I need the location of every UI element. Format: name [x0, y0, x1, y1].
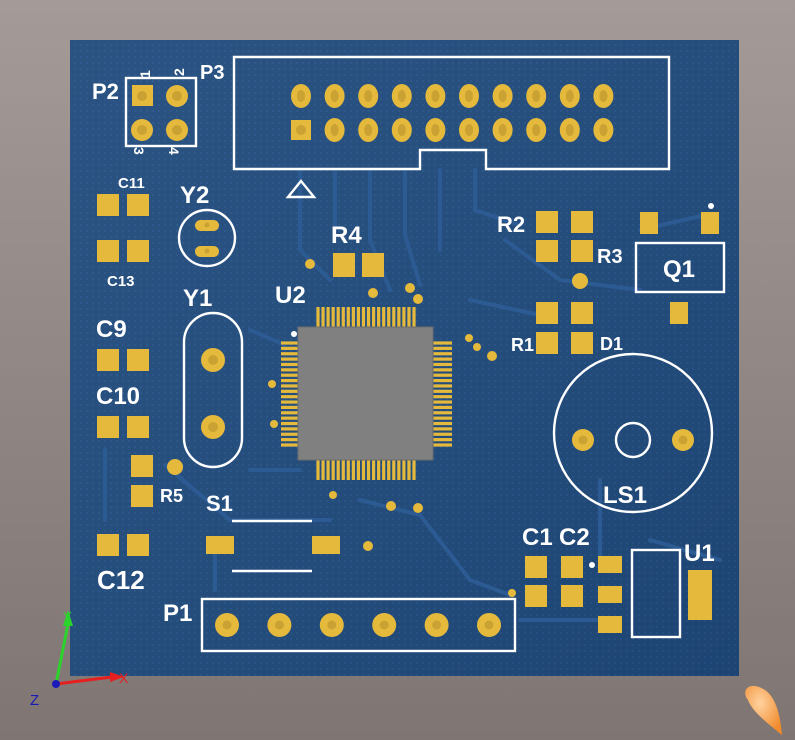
header-p3[interactable] — [232, 55, 671, 199]
buzzer-ls1[interactable] — [552, 352, 714, 514]
label-c10: C10 — [96, 383, 140, 410]
label-r1: R1 — [511, 335, 534, 355]
label-d1: D1 — [600, 334, 623, 354]
capacitor-c12[interactable] — [97, 534, 149, 556]
label-p1: P1 — [163, 600, 192, 627]
label-u1: U1 — [684, 540, 715, 567]
label-p2-pin2: 2 — [171, 68, 187, 76]
label-ls1: LS1 — [603, 482, 647, 509]
label-p2: P2 — [92, 79, 119, 104]
ic-u2[interactable] — [281, 307, 452, 480]
pin1-triangle-marker — [285, 179, 317, 199]
label-r3: R3 — [597, 246, 623, 268]
label-r4: R4 — [331, 222, 362, 249]
label-c13: C13 — [107, 273, 135, 290]
resistor-r1[interactable] — [536, 302, 558, 354]
header-p1[interactable] — [200, 597, 517, 653]
label-p2-pin3: 3 — [131, 147, 147, 155]
resistor-r5[interactable] — [131, 455, 153, 507]
label-y2: Y2 — [180, 182, 209, 209]
label-q1: Q1 — [663, 256, 695, 283]
resistor-r2[interactable] — [536, 211, 593, 233]
label-r5: R5 — [160, 486, 183, 506]
capacitor-c9[interactable] — [97, 349, 149, 371]
label-c12: C12 — [97, 565, 145, 595]
label-c11: C11 — [118, 175, 145, 192]
label-u2: U2 — [275, 282, 306, 309]
capacitor-c2[interactable] — [561, 556, 583, 607]
label-p3: P3 — [200, 62, 224, 84]
p3-pins — [291, 120, 311, 140]
designators: P2 P3 1 2 3 4 C11 C13 Y2 R4 R2 R3 Q1 Y1 … — [92, 62, 715, 627]
header-p2[interactable] — [124, 76, 198, 148]
label-r2: R2 — [497, 212, 525, 237]
orientation-marker-icon[interactable] — [745, 685, 782, 735]
crystal-y1[interactable] — [182, 311, 244, 469]
label-c9: C9 — [96, 316, 127, 343]
regulator-u1[interactable] — [589, 548, 712, 639]
capacitor-c10[interactable] — [97, 416, 149, 438]
axis-label-x: X — [119, 670, 129, 686]
vias — [167, 283, 516, 597]
axis-label-y: Y — [63, 609, 72, 624]
label-p2-pin4: 4 — [166, 147, 182, 155]
label-c2: C2 — [559, 524, 590, 551]
copper-traces — [103, 168, 722, 622]
label-s1: S1 — [206, 491, 233, 516]
capacitor-c11[interactable] — [97, 194, 149, 216]
p1-pin-array — [215, 613, 501, 637]
label-c1: C1 — [522, 524, 553, 551]
capacitor-c13[interactable] — [97, 240, 149, 262]
switch-s1[interactable] — [206, 519, 340, 573]
via-pad — [572, 273, 588, 289]
diode-d1[interactable] — [571, 302, 593, 354]
resistor-r4[interactable] — [305, 253, 384, 277]
axis-label-z: Z — [30, 692, 39, 709]
label-p2-pin1: 1 — [137, 70, 153, 78]
p3-pin-array — [291, 84, 614, 142]
resistor-r3[interactable] — [536, 240, 593, 262]
crystal-y2[interactable] — [177, 208, 237, 268]
qfp-leads — [281, 307, 452, 480]
transistor-q1[interactable] — [634, 203, 726, 324]
axis-gizmo-icon: Y X Z — [30, 609, 129, 709]
capacitor-c1[interactable] — [525, 556, 547, 607]
label-y1: Y1 — [183, 285, 212, 312]
